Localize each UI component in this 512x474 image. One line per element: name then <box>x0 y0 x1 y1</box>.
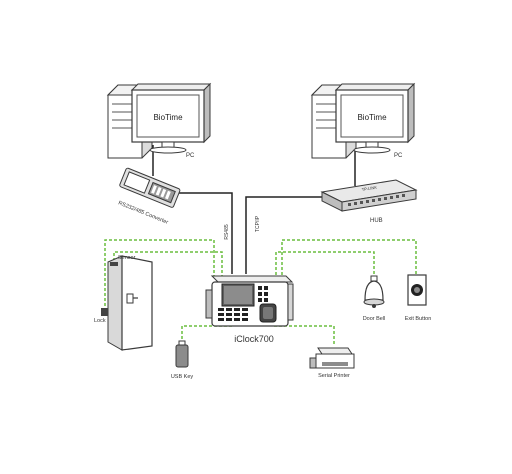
lock-label: Lock <box>94 318 106 324</box>
converter-label: RS232/485 Converter <box>117 200 169 226</box>
door-bell-wire <box>275 251 375 280</box>
tcpip-link-label: TCP/IP <box>255 215 261 232</box>
bell-icon <box>364 280 384 301</box>
converter-to-device-wire <box>176 192 233 274</box>
exit-button-label: Exit Button <box>405 316 432 322</box>
door <box>101 255 153 351</box>
sensor-icon <box>110 262 118 266</box>
door-bell[interactable]: Door Bell <box>363 275 386 322</box>
lock-icon <box>101 308 108 316</box>
right-pc-screen-text: BioTime <box>357 113 387 122</box>
iclock700-device[interactable]: iClock700 <box>205 275 294 344</box>
serial-printer-label: Serial Printer <box>318 373 350 379</box>
serial-printer-wire <box>274 325 335 344</box>
rs485-link-label: RS485 <box>224 224 230 240</box>
hub-ports <box>348 194 405 206</box>
rs232-485-converter[interactable]: RS232/485 Converter <box>117 167 181 226</box>
serial-printer[interactable]: Serial Printer <box>309 347 355 379</box>
sensor-label: Sensor <box>118 255 136 261</box>
exit-button-wire <box>281 239 417 280</box>
right-pc-label: PC <box>394 153 403 159</box>
left-pc-label: PC <box>186 153 195 159</box>
device-nav-keys <box>258 286 268 302</box>
hub-to-device-wire <box>245 196 322 274</box>
usb-key[interactable]: USB Key <box>171 340 194 380</box>
usb-key-wire <box>181 325 232 342</box>
right-pc-monitor: BioTime <box>334 82 416 154</box>
door-bell-label: Door Bell <box>363 316 386 322</box>
right-pc[interactable]: BioTime PC <box>310 82 416 159</box>
left-pc-screen-text: BioTime <box>153 113 183 122</box>
device-name-label: iClock700 <box>234 334 274 344</box>
usb-key-label: USB Key <box>171 374 194 380</box>
usb-key-icon <box>175 344 189 368</box>
hub-brand: TP-LINK <box>361 185 377 192</box>
sensor-wire <box>113 251 223 278</box>
device-keypad <box>218 308 248 321</box>
exit-button[interactable]: Exit Button <box>405 274 432 322</box>
network-hub[interactable]: TP-LINK HUB <box>320 179 418 224</box>
left-pc[interactable]: BioTime PC <box>106 82 212 159</box>
black-wires <box>152 145 356 274</box>
left-pc-monitor: BioTime <box>130 82 212 154</box>
lock-wire <box>104 239 215 318</box>
hub-label: HUB <box>370 218 383 224</box>
